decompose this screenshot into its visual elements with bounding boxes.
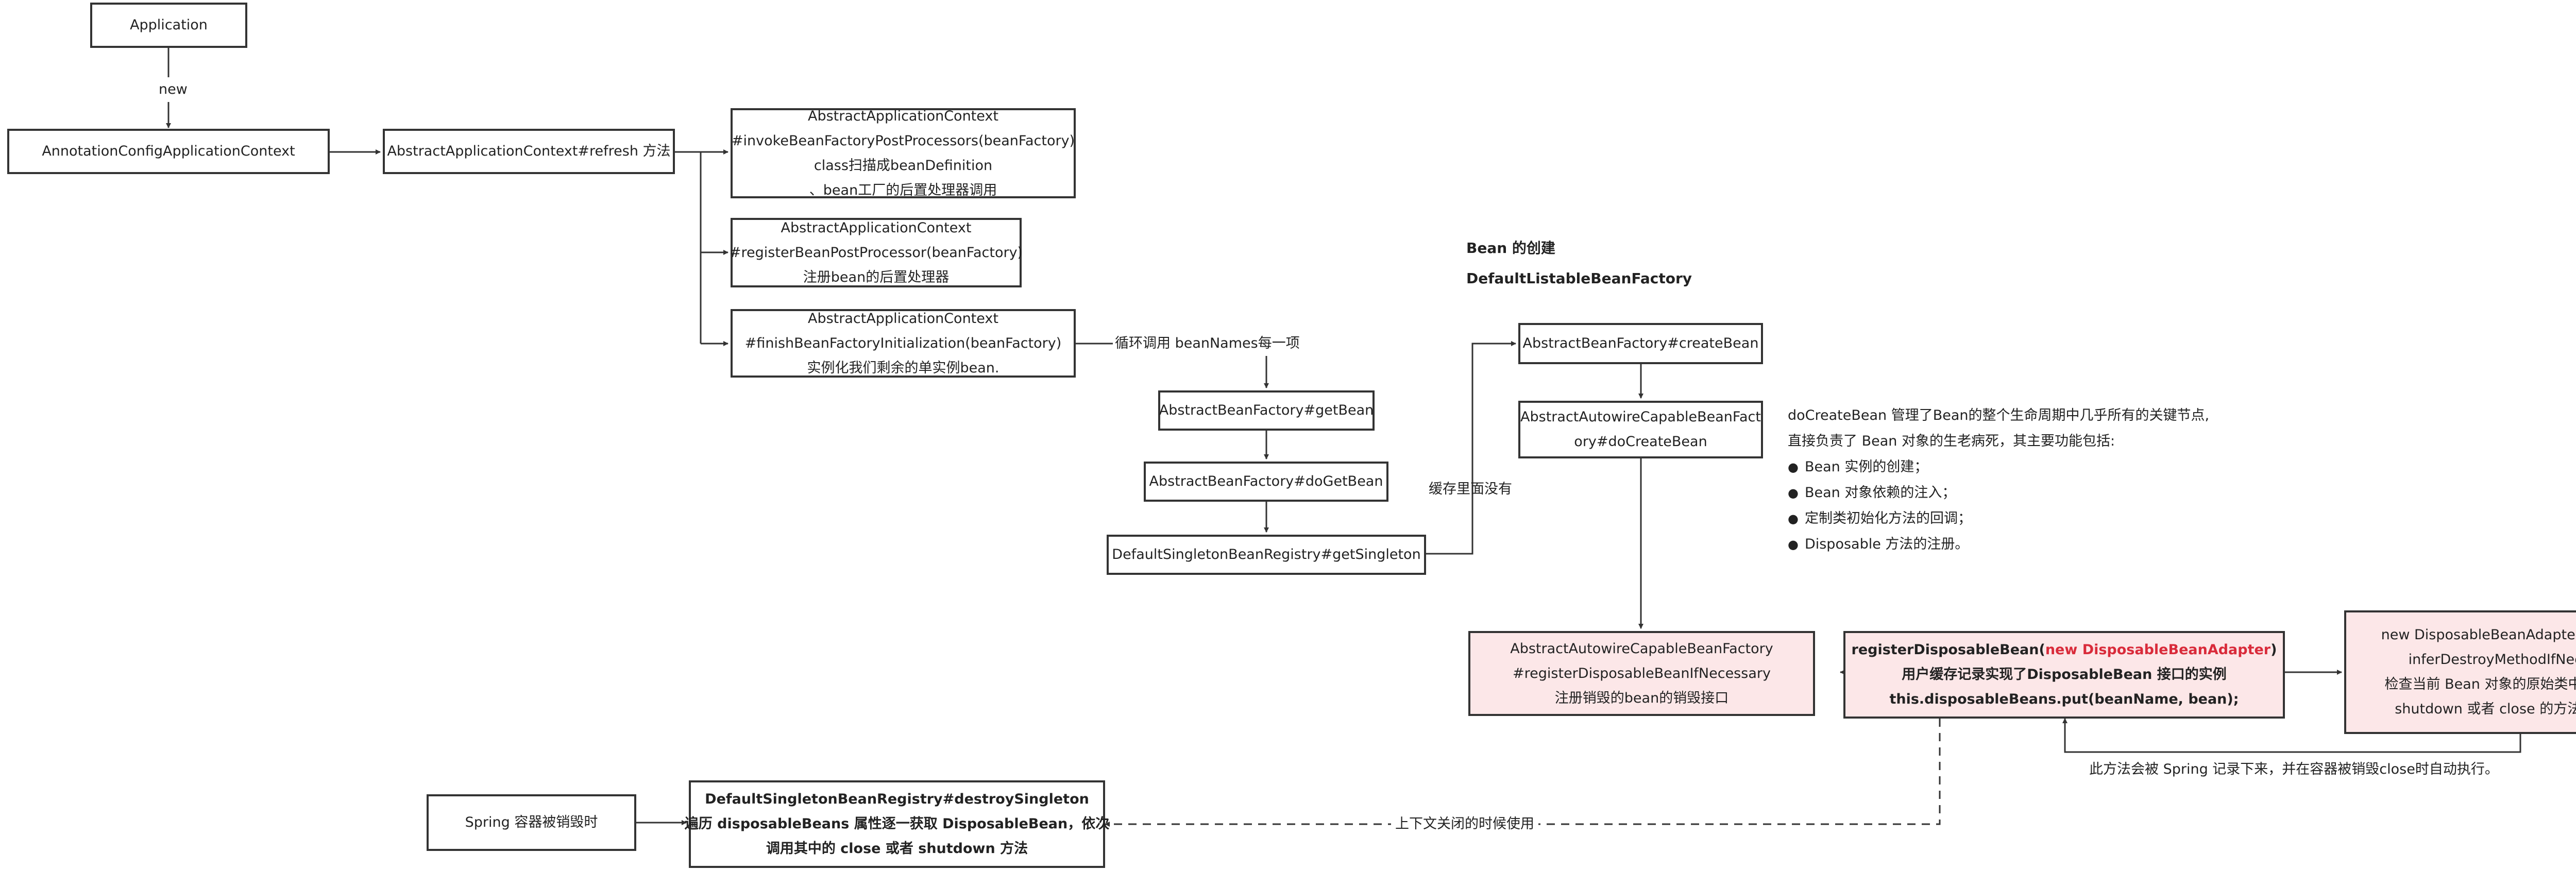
annotation-context-label: AnnotationConfigApplicationContext: [42, 143, 295, 159]
refresh-node: AbstractApplicationContext#refresh 方法: [383, 129, 675, 174]
register-if-necessary-line-1: AbstractAutowireCapableBeanFactory: [1510, 640, 1773, 657]
description-line-2: 直接负责了 Bean 对象的生老病死，其主要功能包括:: [1788, 433, 2115, 449]
label-loop: 循环调用 beanNames每一项: [1113, 331, 1302, 356]
invoke-bfpp-line-4: 、bean工厂的后置处理器调用: [809, 182, 997, 198]
description-bullet-3: 定制类初始化方法的回调；: [1788, 506, 2209, 532]
do-get-bean-label: AbstractBeanFactory#doGetBean: [1149, 473, 1383, 489]
destroy-singleton-node: DefaultSingletonBeanRegistry#destroySing…: [685, 780, 1109, 868]
annotation-context-node: AnnotationConfigApplicationContext: [7, 129, 330, 174]
adapter-info-line-2: inferDestroyMethodIfNecessary: [2408, 652, 2576, 668]
description-bullet-4: Disposable 方法的注册。: [1788, 532, 2209, 557]
register-if-necessary-line-2: #registerDisposableBeanIfNecessary: [1513, 665, 1771, 681]
register-disposable-prefix: registerDisposableBean(: [1851, 642, 2045, 658]
application-node: Application: [90, 3, 247, 48]
destroy-singleton-line-1: DefaultSingletonBeanRegistry#destroySing…: [705, 791, 1089, 807]
do-get-bean-node: AbstractBeanFactory#doGetBean: [1144, 462, 1388, 502]
get-singleton-node: DefaultSingletonBeanRegistry#getSingleto…: [1107, 535, 1426, 575]
register-bpp-node: AbstractApplicationContext #registerBean…: [729, 218, 1023, 287]
get-singleton-label: DefaultSingletonBeanRegistry#getSingleto…: [1112, 547, 1421, 562]
destroy-singleton-line-2: 遍历 disposableBeans 属性逐一获取 DisposableBean…: [684, 816, 1110, 832]
invoke-bfpp-line-1: AbstractApplicationContext: [808, 108, 998, 124]
listable-factory-heading: DefaultListableBeanFactory: [1466, 270, 1692, 287]
edge-refresh-branch: [675, 151, 702, 344]
finish-init-line-2: #finishBeanFactoryInitialization(beanFac…: [744, 335, 1062, 351]
label-new: new: [156, 77, 191, 102]
label-auto-exec: 此方法会被 Spring 记录下来，并在容器被销毁close时自动执行。: [2089, 761, 2499, 777]
description-bullet-1: Bean 实例的创建；: [1788, 454, 2209, 480]
description-line-1: doCreateBean 管理了Bean的整个生命周期中几乎所有的关键节点,: [1788, 407, 2210, 423]
get-bean-label: AbstractBeanFactory#getBean: [1159, 402, 1374, 418]
edge-getsingleton-to-createbean: [1426, 341, 1516, 555]
label-context-close: 上下文关闭的时候使用: [1391, 812, 1538, 837]
invoke-bfpp-line-2: #invokeBeanFactoryPostProcessors(beanFac…: [731, 132, 1075, 149]
register-if-necessary-node: AbstractAutowireCapableBeanFactory #regi…: [1468, 631, 1815, 716]
application-label: Application: [130, 17, 208, 33]
register-bpp-line-2: #registerBeanPostProcessor(beanFactory): [729, 244, 1023, 261]
get-bean-node: AbstractBeanFactory#getBean: [1158, 390, 1375, 431]
register-if-necessary-line-3: 注册销毁的bean的销毁接口: [1554, 690, 1729, 706]
bean-create-heading: Bean 的创建: [1466, 240, 1555, 257]
description-bullet-2: Bean 对象依赖的注入；: [1788, 480, 2209, 506]
do-create-bean-line-2: ory#doCreateBean: [1574, 434, 1707, 450]
disposable-adapter-highlight: new DisposableBeanAdapter: [2045, 642, 2271, 658]
do-create-bean-node: AbstractAutowireCapableBeanFact ory#doCr…: [1518, 401, 1763, 458]
register-disposable-line-2: 用户缓存记录实现了DisposableBean 接口的实例: [1902, 667, 2227, 683]
edge-registerdisposable-to-destroy: [1105, 719, 1941, 827]
register-bpp-line-3: 注册bean的后置处理器: [803, 269, 950, 285]
adapter-info-line-4: shutdown 或者 close 的方法，如果有,: [2395, 701, 2576, 717]
invoke-bfpp-line-3: class扫描成beanDefinition: [814, 157, 993, 174]
invoke-bfpp-node: AbstractApplicationContext #invokeBeanFa…: [731, 108, 1076, 198]
do-create-bean-description: doCreateBean 管理了Bean的整个生命周期中几乎所有的关键节点, 直…: [1788, 403, 2209, 557]
register-disposable-line-1: registerDisposableBean(new DisposableBea…: [1852, 638, 2277, 662]
adapter-info-line-3: 检查当前 Bean 对象的原始类中是否有名为: [2384, 676, 2576, 692]
adapter-info-line-1: new DisposableBeanAdapter 的时候调用: [2381, 627, 2576, 643]
create-bean-node: AbstractBeanFactory#createBean: [1518, 323, 1763, 364]
register-bpp-line-1: AbstractApplicationContext: [781, 219, 972, 236]
register-disposable-line-3: this.disposableBeans.put(beanName, bean)…: [1889, 691, 2239, 707]
create-bean-label: AbstractBeanFactory#createBean: [1522, 335, 1759, 351]
register-disposable-suffix: ): [2270, 642, 2277, 658]
edge-adapter-back-to-registerdisposable: [2062, 718, 2521, 753]
adapter-info-node: new DisposableBeanAdapter 的时候调用 inferDes…: [2344, 610, 2576, 734]
label-cache-miss: 缓存里面没有: [1429, 481, 1512, 497]
refresh-label: AbstractApplicationContext#refresh 方法: [387, 143, 671, 159]
register-disposable-node: registerDisposableBean(new DisposableBea…: [1843, 631, 2285, 719]
spring-destroy-node: Spring 容器被销毁时: [427, 794, 636, 851]
finish-init-line-3: 实例化我们剩余的单实例bean.: [807, 360, 999, 376]
destroy-singleton-line-3: 调用其中的 close 或者 shutdown 方法: [766, 841, 1028, 857]
spring-destroy-label: Spring 容器被销毁时: [465, 814, 598, 830]
finish-init-line-1: AbstractApplicationContext: [808, 310, 998, 327]
do-create-bean-line-1: AbstractAutowireCapableBeanFact: [1520, 409, 1761, 425]
finish-init-node: AbstractApplicationContext #finishBeanFa…: [731, 309, 1076, 378]
